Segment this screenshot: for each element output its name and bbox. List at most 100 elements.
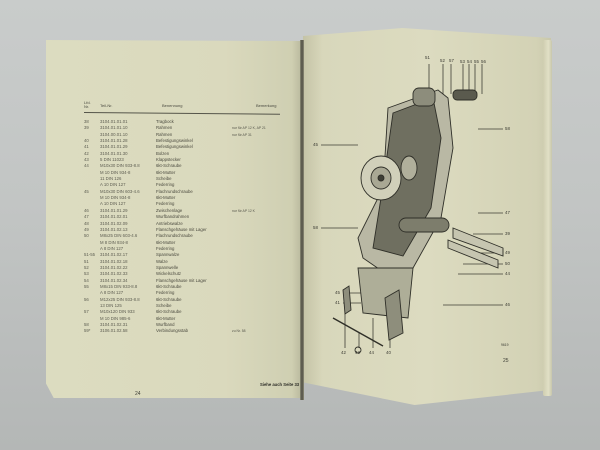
row-part-no: 3104.01.02.13 xyxy=(100,226,128,232)
footnote: Siehe auch Seite 33 xyxy=(260,382,300,387)
table-row: 47 3104.01.02.01 Wurfbandrahmen xyxy=(84,214,284,220)
row-name: 6kt-Mutter xyxy=(156,169,176,175)
row-name: Federring xyxy=(156,182,175,188)
callout-47: 47 xyxy=(505,210,510,215)
row-pos: 59* xyxy=(84,328,91,334)
row-pos: 45 xyxy=(84,188,89,194)
row-part-no: 3104.01.02.22 xyxy=(100,264,128,270)
row-part-no: 11 DIN 126 xyxy=(100,176,122,182)
header-name: Benennung xyxy=(162,103,183,108)
table-row: A 10 DIN 127 Federring xyxy=(84,182,284,188)
row-part-no: 3104.01.02.01 xyxy=(100,214,128,220)
table-row: 55 M8x15 DIN 933-8.8 6kt-Schraube xyxy=(84,284,284,290)
row-name: Tragbock xyxy=(156,119,174,124)
row-pos: 47 xyxy=(84,214,89,220)
row-name: Flanschgehäuse mit Lager xyxy=(156,226,207,232)
row-part-no: M10x120 DIN 933 xyxy=(100,309,135,315)
row-part-no: 3104.00.01.10 xyxy=(100,131,128,137)
row-pos: 52 xyxy=(84,264,89,270)
page-stack-edge xyxy=(543,40,552,396)
row-name: Walze xyxy=(156,258,168,264)
row-name: 6kt-Schraube xyxy=(156,283,182,289)
row-name: Wurfbandrahmen xyxy=(156,214,190,220)
row-name: Befestigungswinkel xyxy=(156,138,193,144)
row-pos: 58 xyxy=(84,322,89,327)
row-name: Bolzen xyxy=(156,150,170,156)
row-note: nur für AP 12 K, AP 21 xyxy=(232,126,266,131)
row-name: Rahmen xyxy=(156,131,173,137)
row-part-no: 3104.01.02.33 xyxy=(100,271,128,277)
row-name: Befestigungswinkel xyxy=(156,144,193,150)
row-pos: 40 xyxy=(84,138,89,144)
callout-40: 40 xyxy=(386,350,391,355)
row-part-no: 3104.01.01.01 xyxy=(100,119,128,124)
row-name: Verbindungsstab xyxy=(156,328,189,334)
row-part-no: M 8 DIN 934-8 xyxy=(100,239,128,245)
header-note: Bemerkung xyxy=(256,103,277,108)
row-part-no: M 10 DIN 934-8 xyxy=(100,169,131,175)
callout-43: 43 xyxy=(355,350,360,355)
row-pos: 42 xyxy=(84,150,89,156)
row-name: Wickelschutz xyxy=(156,271,182,277)
row-note: nur für AP 12 K xyxy=(232,208,255,213)
table-row: M 8 DIN 934-8 6kt-Mutter xyxy=(84,240,284,246)
row-part-no: A 8 DIN 127 xyxy=(100,290,124,296)
callout-52: 52 xyxy=(440,58,445,63)
row-pos: 49 xyxy=(84,226,89,232)
row-name: 6kt-Mutter xyxy=(156,239,176,245)
row-name: Antriebswalze xyxy=(156,220,183,226)
row-pos: 51-55 xyxy=(84,252,95,258)
row-part-no: A 10 DIN 127 xyxy=(100,182,126,188)
callout-42: 42 xyxy=(341,350,346,355)
row-pos: 55 xyxy=(84,283,89,289)
row-pos: 44 xyxy=(84,163,89,169)
table-row: 11 DIN 126 Scheibe xyxy=(84,176,284,182)
row-part-no: 5 DIN 11023 xyxy=(100,157,124,163)
row-pos: 57 xyxy=(84,309,89,315)
row-name: 6kt-Mutter xyxy=(156,315,176,321)
row-part-no: 3104.01.02.09 xyxy=(100,220,128,226)
row-pos: 43 xyxy=(84,157,89,163)
row-part-no: M 10 DIN 934-8 xyxy=(100,195,131,201)
callout-39: 39 xyxy=(505,231,510,236)
row-pos: 53 xyxy=(84,271,89,277)
row-name: Spannwelle xyxy=(156,264,179,270)
callout-44-right: 44 xyxy=(505,271,510,276)
callout-45-upper: 45 xyxy=(313,142,318,147)
callout-56: 56 xyxy=(481,59,486,64)
parts-list-page: Lfd. Nr. Teil-Nr. Benennung Bemerkung 38… xyxy=(46,37,302,398)
callout-53: 53 xyxy=(460,59,465,64)
row-part-no: M12x25 DIN 933-8.8 xyxy=(100,296,140,302)
callout-55: 55 xyxy=(474,59,479,64)
row-pos: 38 xyxy=(84,119,89,124)
row-name: Spannwalze xyxy=(156,252,180,258)
header-pos: Lfd. Nr. xyxy=(84,100,91,109)
row-pos: 56 xyxy=(84,296,89,302)
row-part-no: M 10 DIN 985-6 xyxy=(100,315,131,321)
row-part-no: 3106.01.02.58 xyxy=(100,328,128,334)
row-note: nur für AP 31 xyxy=(232,132,252,137)
row-name: Scheibe xyxy=(156,176,172,182)
row-pos: 54 xyxy=(84,277,89,283)
row-part-no: M10x30 DIN 603-4.6 xyxy=(100,188,140,194)
row-name: Flachrundschraube xyxy=(156,188,193,194)
row-pos: 48 xyxy=(84,220,89,226)
callout-45-lower: 45 xyxy=(335,290,340,295)
row-part-no: 3104.01.02.18 xyxy=(100,258,128,264)
callout-51: 51 xyxy=(425,55,430,60)
row-part-no: M8x15 DIN 933-8.8 xyxy=(100,283,138,289)
row-name: 6kt-Mutter xyxy=(156,195,176,201)
row-name: Wurfband xyxy=(156,322,175,327)
row-part-no: 3104.01.02.31 xyxy=(100,322,128,327)
book-gutter xyxy=(300,40,304,400)
